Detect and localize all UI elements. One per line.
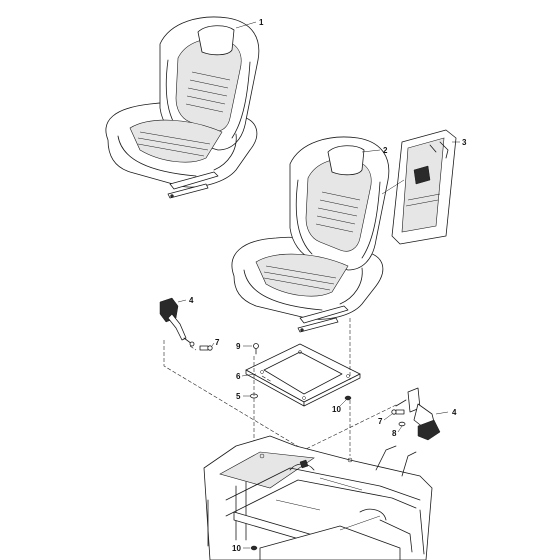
leader-line [339, 399, 347, 407]
callout-4b: 4 [452, 408, 457, 417]
callout-10b: 10 [232, 544, 241, 553]
leader-line [383, 413, 393, 421]
seat-back-panel-3[interactable] [391, 129, 457, 245]
mounting-plate-6[interactable] [245, 343, 361, 407]
callout-8: 8 [392, 429, 397, 438]
nut-10-upper[interactable] [344, 395, 352, 401]
callout-2: 2 [383, 146, 388, 155]
leader-line [177, 299, 187, 303]
bolt-7-right[interactable] [391, 409, 405, 415]
callout-6: 6 [236, 372, 241, 381]
seat-belt-buckle-left-4[interactable] [159, 297, 195, 347]
callout-9: 9 [236, 342, 241, 351]
seat-assembly-1[interactable] [105, 16, 260, 199]
nut-10-lower[interactable] [250, 545, 258, 551]
leader-line [397, 425, 403, 433]
callout-1: 1 [259, 18, 264, 27]
callout-4a: 4 [189, 296, 194, 305]
leader-line [211, 342, 215, 347]
seat-assembly-2[interactable] [231, 136, 390, 333]
bolt-9[interactable] [253, 343, 259, 355]
leader-line [241, 373, 257, 377]
machine-frame [203, 435, 433, 560]
leader-line [381, 179, 405, 195]
leader-line [361, 149, 381, 153]
callout-3: 3 [462, 138, 467, 147]
leader-line [235, 21, 257, 29]
callout-7b: 7 [378, 417, 383, 426]
washer-8[interactable] [398, 421, 406, 427]
callout-5: 5 [236, 392, 241, 401]
leader-line [435, 411, 449, 415]
seat-belt-buckle-right-4[interactable] [395, 387, 441, 441]
bolt-7-left[interactable] [199, 345, 213, 351]
callout-10a: 10 [332, 405, 341, 414]
callout-7a: 7 [215, 338, 220, 347]
